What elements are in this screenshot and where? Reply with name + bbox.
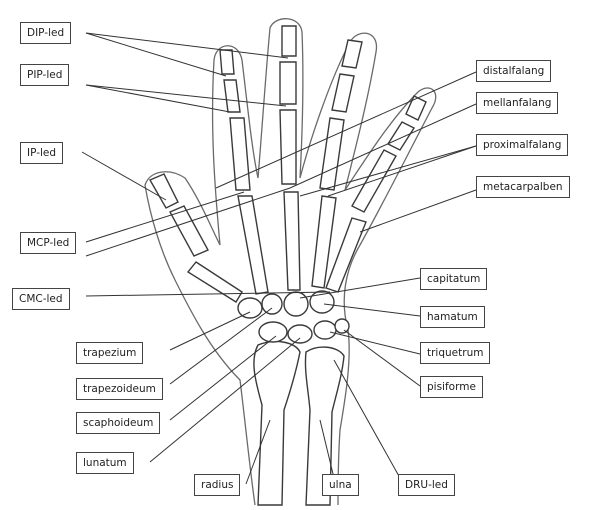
little-middle-phalanx xyxy=(386,121,416,151)
middle-middle-phalanx xyxy=(279,61,297,105)
lunate-bone xyxy=(287,324,313,344)
metacarpal-2 xyxy=(237,195,269,295)
trapezoid-bone xyxy=(261,293,283,315)
metacarpal-1 xyxy=(186,261,243,303)
label-mellanfalang: mellanfalang xyxy=(476,92,559,114)
trapezium-bone xyxy=(237,297,263,319)
middle-proximal-phalanx xyxy=(279,109,297,185)
triquetrum-bone xyxy=(313,320,337,340)
label-hamatum: hamatum xyxy=(420,306,485,328)
hamate-bone xyxy=(309,290,335,314)
index-middle-phalanx xyxy=(223,79,241,113)
label-lunatum: lunatum xyxy=(76,452,134,474)
label-ulna: ulna xyxy=(322,474,359,496)
pisiform-bone xyxy=(334,318,350,334)
label-dru-joint: DRU-led xyxy=(398,474,455,496)
little-distal-phalanx xyxy=(405,95,427,121)
scaphoid-bone xyxy=(258,321,288,343)
label-mcp-joint: MCP-led xyxy=(20,232,77,254)
metacarpal-4 xyxy=(311,195,337,289)
ulna-bone xyxy=(304,346,345,506)
index-distal-phalanx xyxy=(219,49,235,75)
label-metacarpalben: metacarpalben xyxy=(476,176,570,198)
label-proximalfalang: proximalfalang xyxy=(476,134,569,156)
ring-proximal-phalanx xyxy=(319,117,345,191)
label-ip-joint: IP-led xyxy=(20,142,64,164)
thumb-proximal-phalanx xyxy=(169,205,209,257)
ring-distal-phalanx xyxy=(341,39,363,69)
metacarpal-3 xyxy=(283,191,301,291)
label-pip-joint: PIP-led xyxy=(20,64,70,86)
label-pisiforme: pisiforme xyxy=(420,376,483,398)
little-proximal-phalanx xyxy=(351,149,397,213)
middle-distal-phalanx xyxy=(281,25,297,57)
ring-middle-phalanx xyxy=(331,73,355,113)
thumb-distal-phalanx xyxy=(149,173,179,209)
index-proximal-phalanx xyxy=(229,117,251,191)
label-scaphoideum: scaphoideum xyxy=(76,412,161,434)
label-cmc-joint: CMC-led xyxy=(12,288,70,310)
label-radius: radius xyxy=(194,474,241,496)
leader-lines xyxy=(81,32,477,485)
label-triquetrum: triquetrum xyxy=(420,342,491,364)
radius-bone xyxy=(253,340,301,506)
capitate-bone xyxy=(283,291,309,317)
label-trapezium: trapezium xyxy=(76,342,144,364)
label-dip-joint: DIP-led xyxy=(20,22,72,44)
label-capitatum: capitatum xyxy=(420,268,488,290)
label-distalfalang: distalfalang xyxy=(476,60,552,82)
label-trapezoideum: trapezoideum xyxy=(76,378,163,400)
hand-outline xyxy=(144,18,437,506)
